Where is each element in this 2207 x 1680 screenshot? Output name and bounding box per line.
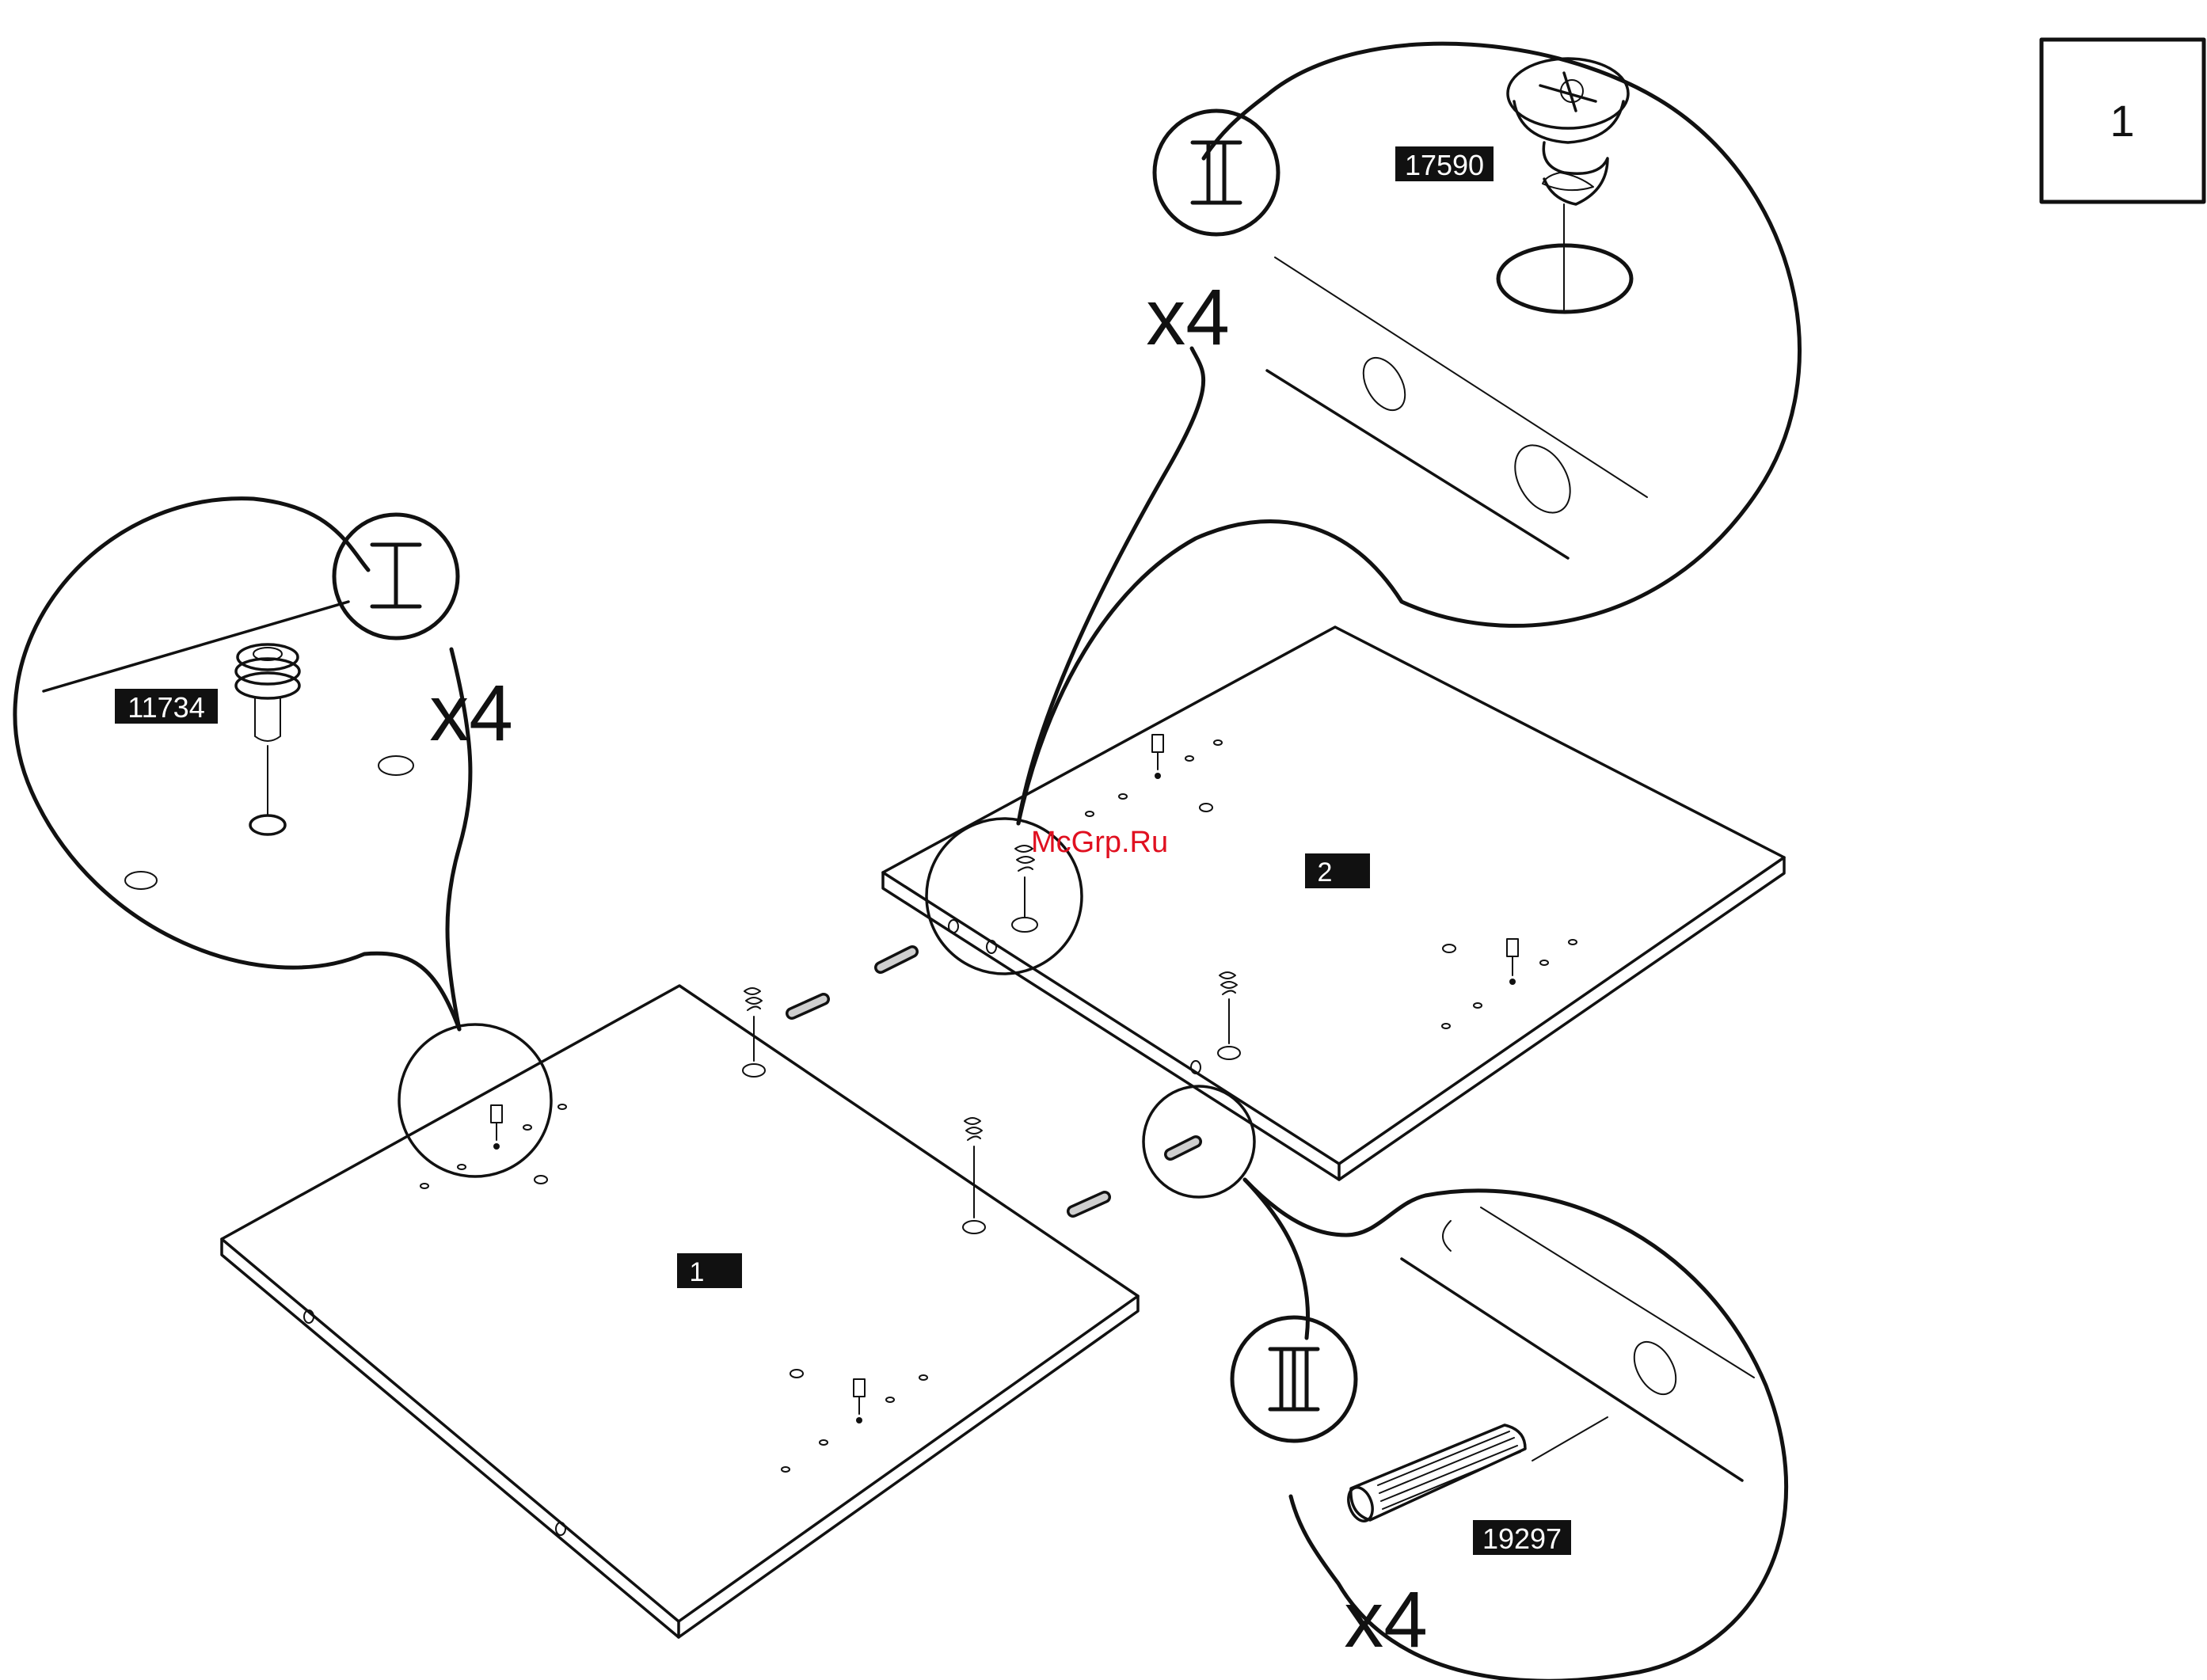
dowel-icon	[1073, 1197, 1105, 1211]
callout-roman-numeral: II	[1195, 136, 1239, 208]
quantity-label: x4	[1344, 1575, 1428, 1664]
cam-bolt-icon	[236, 644, 299, 834]
step-number: 1	[2110, 96, 2134, 146]
quantity-label: x4	[1146, 273, 1230, 362]
callout-i: 11734 I x4	[15, 499, 513, 1029]
part-code-label: 17590	[1405, 149, 1484, 181]
dowel-icon	[881, 952, 912, 967]
step-number-box: 1	[2041, 40, 2204, 202]
cam-bolt-icon	[782, 1370, 927, 1472]
watermark-text: McGrp.Ru	[1031, 826, 1168, 859]
zoom-circle-i	[399, 1024, 551, 1176]
zoom-circle-iii	[1143, 1086, 1254, 1197]
callout-roman-numeral: I	[385, 540, 406, 612]
callout-roman-numeral: III	[1261, 1343, 1326, 1415]
part-code-label: 11734	[127, 691, 204, 724]
cam-lock-icon	[1218, 972, 1240, 1059]
panel-label: 2	[1318, 857, 1333, 888]
cam-lock-icon	[1498, 59, 1631, 313]
panel-label: 1	[690, 1257, 705, 1287]
cam-bolt-icon	[1086, 735, 1222, 816]
callout-ii: 17590 II x4	[1018, 44, 1799, 823]
part-code-label: 19297	[1482, 1522, 1562, 1555]
callout-iii: 19297 III x4	[1232, 1180, 1787, 1680]
panel-1: 1	[222, 986, 1138, 1637]
panel-2: 2	[881, 627, 1784, 1180]
quantity-label: x4	[429, 669, 513, 758]
dowel-icon	[1170, 1142, 1196, 1154]
dowel-icon	[792, 999, 824, 1013]
cam-lock-icon	[963, 1118, 985, 1233]
dowel-icon	[1344, 1425, 1525, 1524]
